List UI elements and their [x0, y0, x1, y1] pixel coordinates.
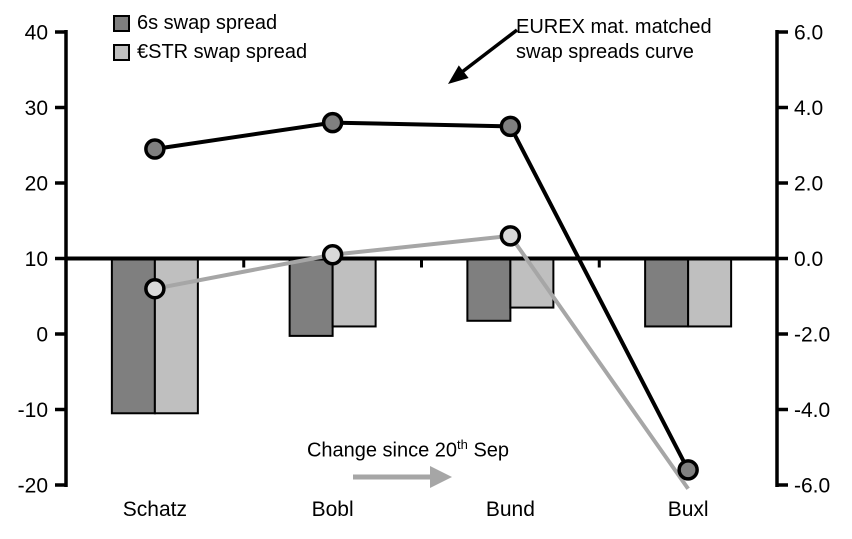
right-axis-tick-label: -6.0 [794, 475, 830, 498]
legend-swatch-estr-icon [113, 43, 130, 61]
bar-6s-buxl [644, 257, 690, 328]
change-arrow-head-icon [430, 466, 452, 488]
marker-estr-bund [499, 225, 522, 247]
bar-6s-bund [466, 257, 512, 322]
right-axis-tick-label: 4.0 [794, 97, 823, 120]
annotation-change-prefix: Change since 20 [306, 439, 458, 462]
left-axis-tick-label: -20 [18, 475, 48, 498]
line-estr [154, 233, 690, 490]
x-axis-label-buxl: Buxl [668, 498, 709, 521]
x-axis-label-schatz: Schatz [123, 498, 187, 521]
right-axis-tick-label: -4.0 [794, 399, 830, 422]
bar-estr-buxl [687, 257, 733, 328]
eurex-arrow-line [460, 28, 519, 74]
legend-swatch-6s-icon [113, 14, 130, 32]
left-axis-tick-label: 20 [25, 173, 48, 196]
chart-legend: 6s swap spread €STR swap spread [113, 13, 307, 62]
marker-6s-schatz [144, 138, 166, 160]
left-axis-tick-label: 0 [36, 324, 48, 347]
legend-item-estr-swap-spread: €STR swap spread [113, 42, 307, 62]
left-axis-tick-label: 40 [25, 22, 48, 45]
left-axis-tick-label: 30 [25, 97, 48, 120]
marker-estr-schatz [144, 277, 166, 300]
marker-6s-bobl [321, 111, 344, 134]
annotation-change-sup: th [457, 437, 468, 452]
bar-6s-bobl [288, 257, 334, 337]
marker-estr-bobl [321, 243, 344, 266]
eurex-arrow-head-icon [448, 65, 469, 84]
right-axis-tick-label: 6.0 [794, 22, 823, 45]
legend-label-6s: 6s swap spread [137, 12, 278, 34]
bar-estr-bobl [331, 257, 377, 328]
right-axis-tick-label: -2.0 [794, 324, 830, 347]
marker-6s-buxl [677, 459, 699, 481]
left-axis-tick-label: -10 [18, 399, 48, 422]
legend-item-6s-swap-spread: 6s swap spread [113, 13, 307, 33]
left-axis-tick-label: 10 [25, 248, 48, 271]
annotation-change-suffix: Sep [467, 439, 510, 462]
x-axis-label-bobl: Bobl [312, 498, 354, 521]
marker-6s-bund [499, 115, 522, 138]
x-axis-label-bund: Bund [486, 498, 535, 521]
line-6s [154, 120, 690, 471]
annotation-change-since: Change since 20th Sep [283, 437, 533, 463]
legend-label-estr: €STR swap spread [137, 41, 308, 63]
right-axis-tick-label: 0.0 [794, 248, 823, 271]
right-axis-tick-label: 2.0 [794, 173, 823, 196]
annotation-eurex-curve: EUREX mat. matched swap spreads curve [516, 16, 712, 63]
